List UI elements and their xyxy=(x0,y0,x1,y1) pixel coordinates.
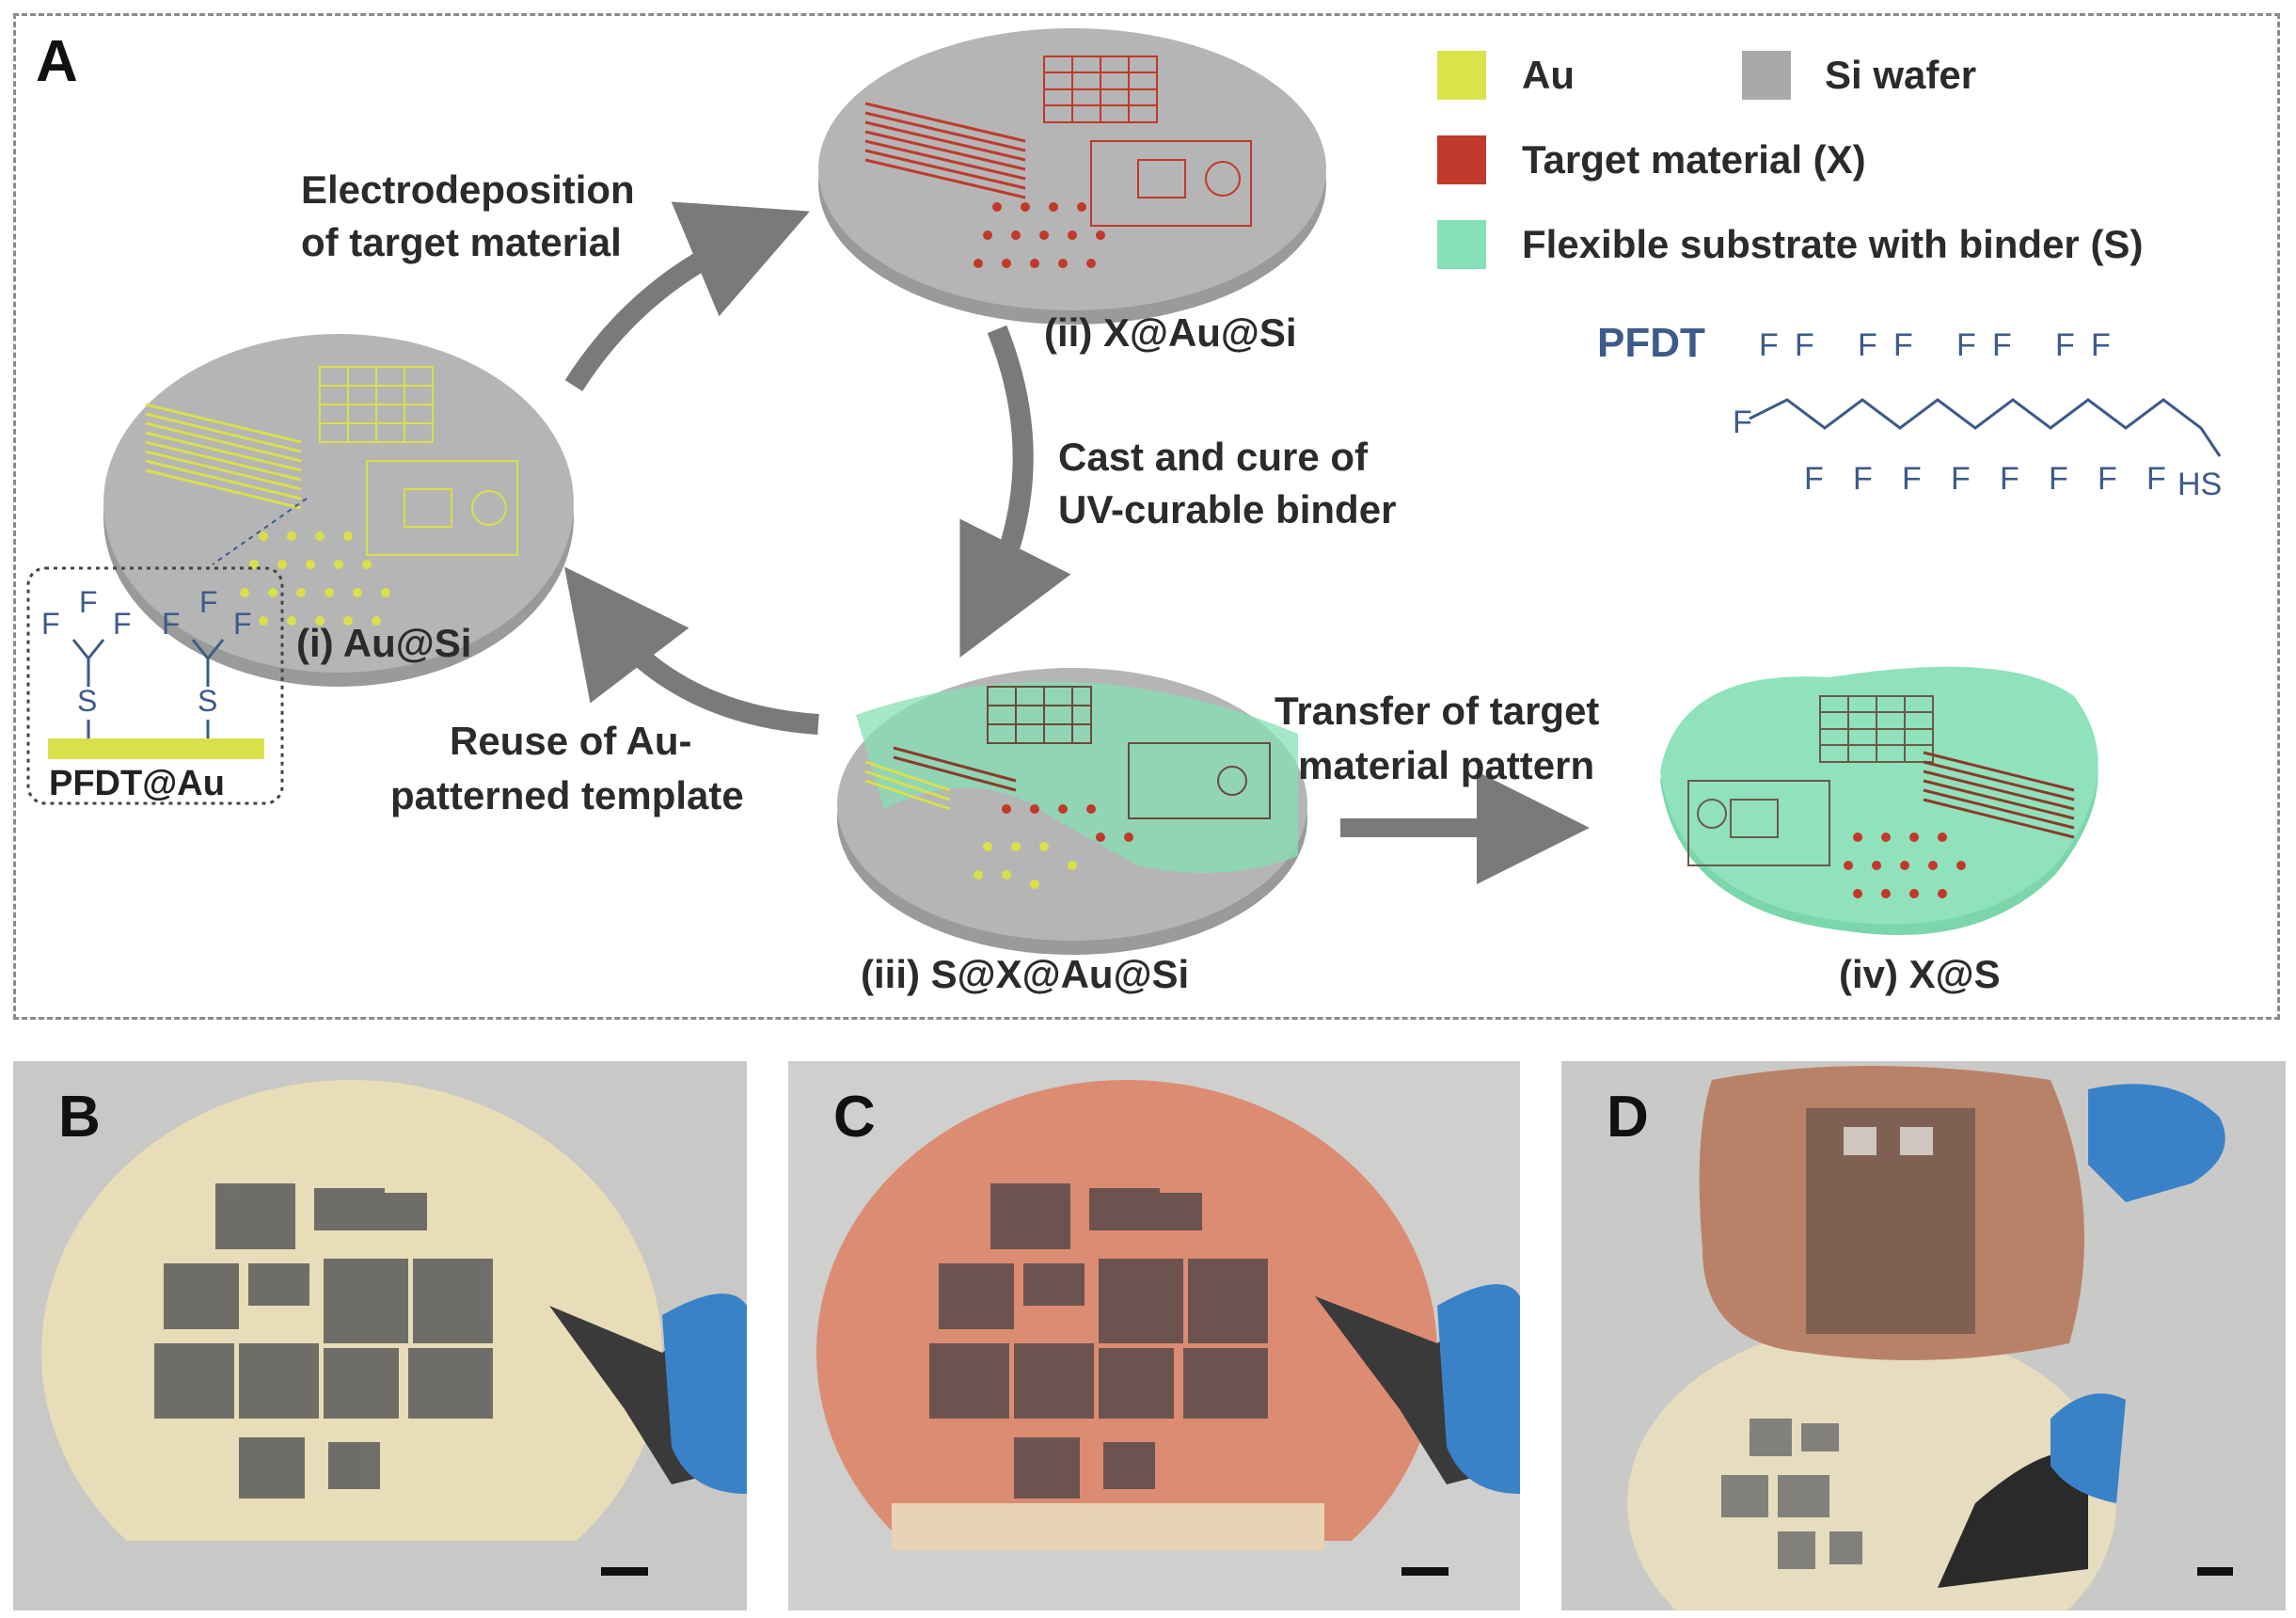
label-cast-1: Cast and cure of xyxy=(1058,435,1369,479)
pfdt-f-4: F xyxy=(1893,327,1913,363)
label-reuse-2: patterned template xyxy=(390,773,744,817)
pfdt-f-1: F xyxy=(1759,327,1779,363)
label-reuse-1: Reuse of Au- xyxy=(450,719,692,763)
pfdt-f-6: F xyxy=(1992,327,2012,363)
scale-bar-b xyxy=(601,1567,648,1576)
panel-c-letter: C xyxy=(833,1085,876,1150)
panel-a-letter: A xyxy=(36,29,78,94)
inset-f-6: F xyxy=(233,607,252,641)
pfdt-f-9: F xyxy=(1733,404,1752,440)
inset-f-5: F xyxy=(162,607,181,641)
panel-d-letter: D xyxy=(1607,1085,1649,1150)
pfdt-f-10: F xyxy=(1804,461,1824,497)
photo-b-wafer xyxy=(13,1080,747,1610)
photo-panel-d: D xyxy=(1561,1061,2286,1610)
label-transfer-1: Transfer of target xyxy=(1275,689,1600,733)
pfdt-f-13: F xyxy=(1951,461,1971,497)
pfdt-title: PFDT xyxy=(1597,320,1705,366)
pfdt-f-15: F xyxy=(2049,461,2068,497)
inset-s-1: S xyxy=(77,684,98,718)
pfdt-f-3: F xyxy=(1858,327,1877,363)
inset-s-2: S xyxy=(198,684,218,718)
wafer-au-si xyxy=(103,334,574,687)
inset-f-1: F xyxy=(79,585,98,619)
step-label-au-si: (i) Au@Si xyxy=(296,621,472,665)
inset-label: PFDT@Au xyxy=(49,764,225,803)
scale-bar-d xyxy=(2197,1567,2233,1576)
legend-swatch-flex xyxy=(1437,220,1486,269)
photo-panel-c: C xyxy=(788,1061,1520,1610)
pfdt-f-11: F xyxy=(1853,461,1873,497)
pfdt-f-7: F xyxy=(2055,327,2075,363)
wafer-s-x-au-si xyxy=(837,668,1307,955)
scale-bar-c xyxy=(1401,1567,1449,1576)
arrow-cast-cure xyxy=(959,325,1071,658)
label-electrodeposition-1: Electrodeposition xyxy=(301,167,635,212)
legend-label-au: Au xyxy=(1522,53,1575,97)
inset-f-3: F xyxy=(113,607,132,641)
legend-label-flex: Flexible substrate with binder (S) xyxy=(1522,222,2144,266)
panel-a-frame xyxy=(13,13,2280,1020)
panel-b-letter: B xyxy=(58,1085,101,1150)
flexible-substrate-x-s xyxy=(1660,666,2098,935)
label-transfer-2: material pattern xyxy=(1298,743,1595,787)
inset-f-4: F xyxy=(199,585,218,619)
photo-d-wafers xyxy=(1627,1066,2225,1610)
legend-swatch-au xyxy=(1437,51,1486,100)
pfdt-f-14: F xyxy=(2000,461,2019,497)
legend-swatch-si xyxy=(1742,51,1791,100)
step-label-s-x-au-si: (iii) S@X@Au@Si xyxy=(861,952,1190,996)
legend-label-si: Si wafer xyxy=(1825,53,1977,97)
arrow-electrodeposition xyxy=(564,201,810,391)
pfdt-f-8: F xyxy=(2091,327,2111,363)
wafer-x-au-si xyxy=(818,28,1326,325)
legend-swatch-target xyxy=(1437,135,1486,184)
pfdt-au-inset xyxy=(26,498,308,805)
inset-f-2: F xyxy=(41,607,60,641)
photo-c-wafer xyxy=(788,1080,1520,1610)
legend-label-target: Target material (X) xyxy=(1522,137,1866,182)
label-electrodeposition-2: of target material xyxy=(301,220,622,264)
pfdt-f-5: F xyxy=(1956,327,1976,363)
pfdt-hs: HS xyxy=(2177,467,2223,502)
pfdt-f-2: F xyxy=(1795,327,1814,363)
arrow-reuse xyxy=(563,566,819,735)
pfdt-f-16: F xyxy=(2098,461,2117,497)
step-label-x-au-si: (ii) X@Au@Si xyxy=(1044,310,1297,355)
cycle-arrows xyxy=(563,201,1590,884)
pfdt-f-17: F xyxy=(2146,461,2166,497)
photo-panel-b: B xyxy=(13,1061,747,1610)
label-cast-2: UV-curable binder xyxy=(1058,487,1397,531)
pfdt-structure xyxy=(1749,398,2222,457)
step-label-x-s: (iv) X@S xyxy=(1839,952,2001,996)
pfdt-f-12: F xyxy=(1902,461,1922,497)
